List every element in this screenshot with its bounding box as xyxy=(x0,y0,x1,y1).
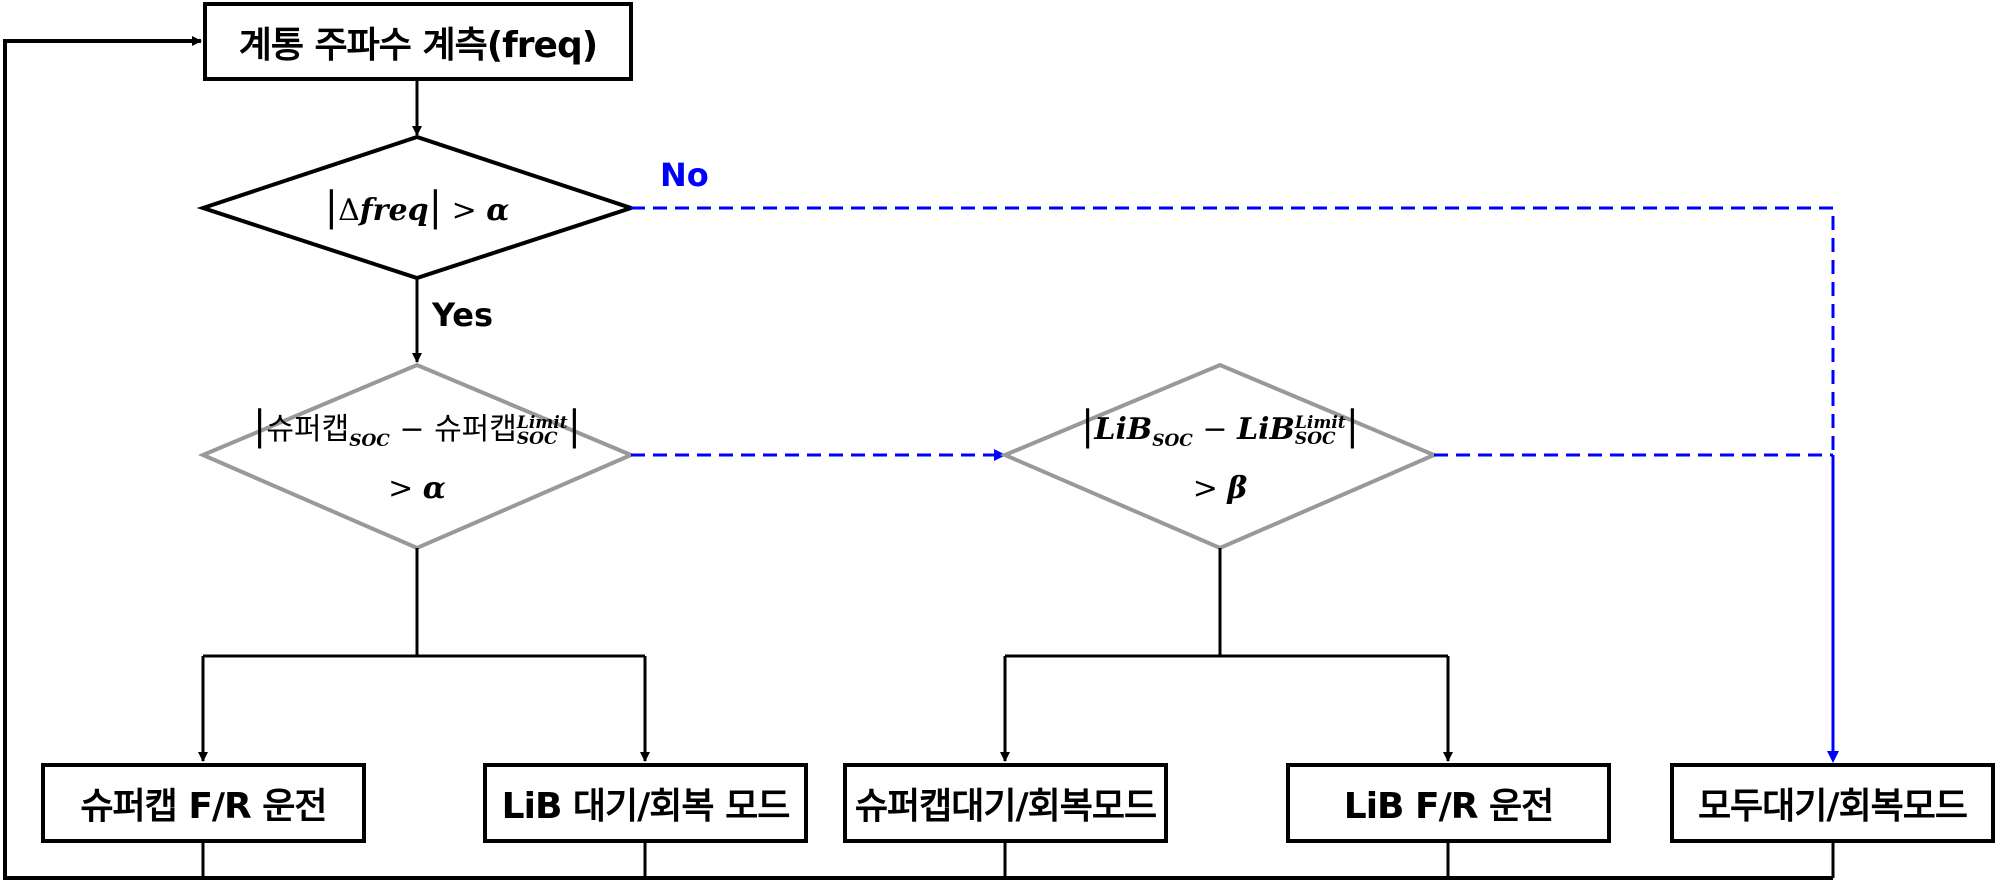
outcome-all-standby: 모두대기/회복모드 xyxy=(1670,763,1995,843)
no-label: No xyxy=(660,156,709,194)
start-box-measure-frequency: 계통 주파수 계측(freq) xyxy=(203,2,633,81)
outcome-lib-standby: LiB 대기/회복 모드 xyxy=(483,763,808,843)
outcome-supercap-fr: 슈퍼캡 F/R 운전 xyxy=(41,763,366,843)
feedback-loop xyxy=(3,36,1833,880)
outcome-supercap-standby: 슈퍼캡대기/회복모드 xyxy=(843,763,1168,843)
start-box-label: 계통 주파수 계측(freq) xyxy=(238,24,598,66)
freq-decision-text: |Δfreq| > α xyxy=(324,184,510,230)
yes-label: Yes xyxy=(432,296,493,334)
outcome-lib-fr: LiB F/R 운전 xyxy=(1286,763,1611,843)
